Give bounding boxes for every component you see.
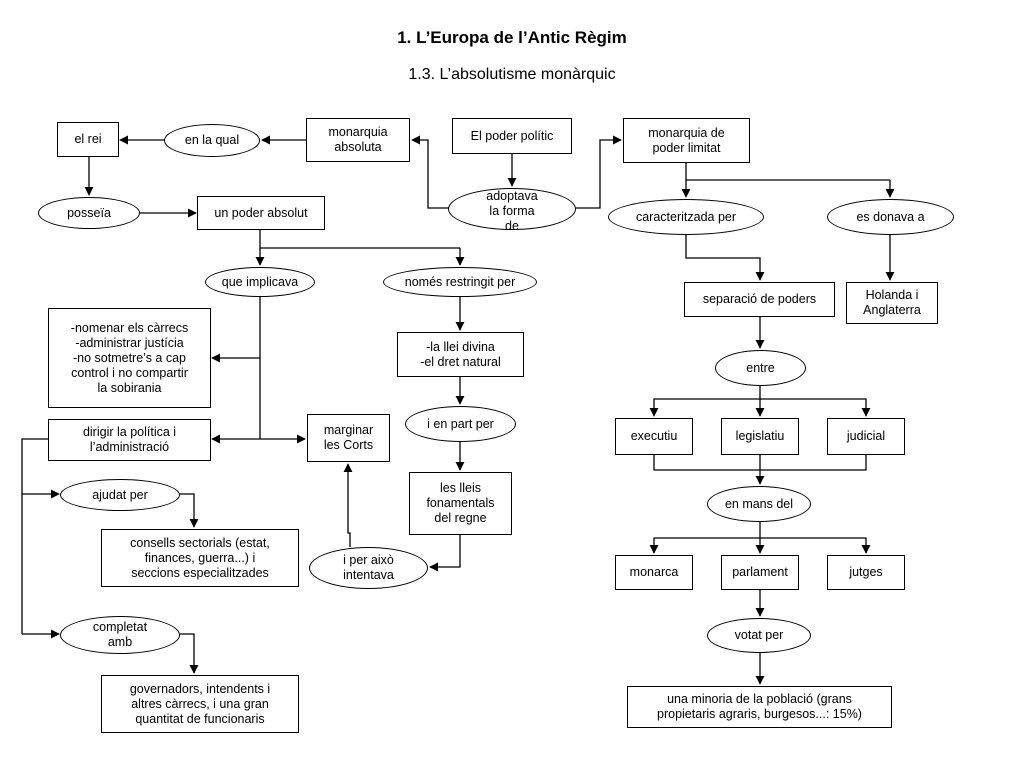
node-que-implicava: que implicava — [205, 267, 315, 297]
node-en-mans-del: en mans del — [707, 486, 811, 522]
node-dirigir-politica: dirigir la política i l’administració — [48, 419, 211, 461]
node-nomenar-carrecs: -nomenar els càrrecs -administrar justíc… — [48, 308, 211, 408]
node-lleis-fonamentals: les lleis fonamentals del regne — [409, 472, 512, 535]
node-monarquia-poder-limitat: monarquia de poder limitat — [623, 118, 750, 163]
node-executiu: executiu — [615, 418, 693, 455]
node-separacio-poders: separació de poders — [684, 282, 835, 317]
node-judicial: judicial — [827, 418, 905, 455]
node-marginar-corts: marginar les Corts — [307, 414, 390, 462]
node-adoptava: adoptava la forma de — [448, 188, 576, 230]
node-parlament: parlament — [721, 555, 799, 590]
node-governadors: governadors, intendents i altres càrrecs… — [101, 675, 299, 733]
node-caracteritzada-per: caracteritzada per — [608, 199, 764, 235]
node-minoria-poblacio: una minoria de la població (grans propie… — [627, 686, 892, 728]
node-completat-amb: completat amb — [60, 616, 180, 654]
node-posseia: posseïa — [38, 197, 140, 229]
node-un-poder-absolut: un poder absolut — [197, 196, 325, 230]
node-legislatiu: legislatiu — [721, 418, 799, 455]
node-holanda-anglaterra: Holanda i Anglaterra — [846, 282, 938, 324]
node-i-en-part-per: i en part per — [405, 406, 516, 442]
node-i-per-aixo: i per això intentava — [309, 547, 428, 589]
node-el-poder-politic: El poder polític — [452, 118, 572, 154]
node-entre: entre — [715, 350, 806, 386]
page-title: 1. L’Europa de l’Antic Règim — [397, 28, 627, 47]
node-en-la-qual: en la qual — [164, 124, 260, 157]
page-subtitle: 1.3. L’absolutisme monàrquic — [408, 66, 616, 83]
node-nomes-restringit-per: només restringit per — [383, 267, 537, 297]
node-llei-divina: -la llei divina -el dret natural — [397, 332, 524, 377]
node-es-donava-a: es donava a — [827, 199, 954, 235]
node-el-rei: el rei — [57, 122, 119, 157]
node-monarca: monarca — [615, 555, 693, 590]
node-monarquia-absoluta: monarquia absoluta — [306, 118, 410, 162]
node-jutges: jutges — [827, 555, 905, 590]
node-votat-per: votat per — [707, 618, 811, 653]
node-ajudat-per: ajudat per — [60, 479, 180, 511]
node-consells-sectorials: consells sectorials (estat, finances, gu… — [101, 529, 299, 587]
